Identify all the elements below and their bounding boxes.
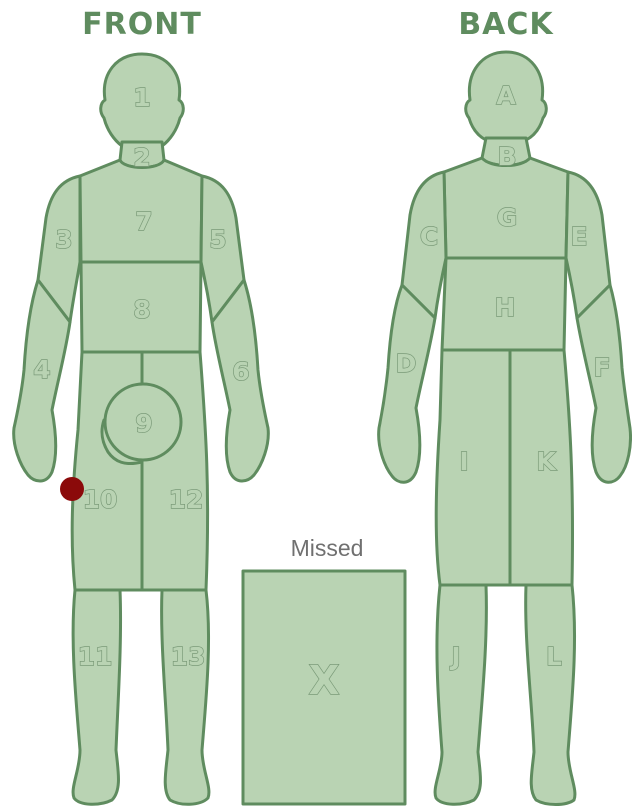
label-zone-g: G — [497, 203, 518, 232]
front-title: FRONT — [82, 7, 202, 42]
label-zone-10: 10 — [83, 485, 118, 514]
label-zone-l: L — [546, 642, 562, 671]
label-zone-i: I — [459, 447, 468, 476]
back-zone-j-lower-leg[interactable] — [435, 585, 486, 804]
label-zone-f: F — [593, 353, 610, 382]
label-zone-4: 4 — [33, 355, 50, 384]
back-zone-d-forearm[interactable] — [379, 285, 435, 482]
label-zone-d: D — [396, 349, 417, 378]
label-zone-1: 1 — [133, 83, 150, 112]
label-zone-13: 13 — [171, 642, 206, 671]
label-zone-7: 7 — [135, 207, 152, 236]
label-zone-h: H — [495, 293, 516, 322]
back-zone-f-forearm[interactable] — [577, 285, 631, 482]
label-zone-9: 9 — [135, 409, 152, 438]
label-zone-5: 5 — [209, 225, 226, 254]
missed-caption: Missed — [291, 535, 364, 561]
label-zone-c: C — [420, 222, 438, 251]
front-zone-11-lower-leg[interactable] — [73, 590, 120, 804]
back-zone-l-lower-leg[interactable] — [526, 585, 575, 805]
hit-marker — [60, 477, 84, 501]
label-zone-2: 2 — [133, 143, 150, 172]
label-zone-k: K — [536, 447, 557, 476]
label-zone-8: 8 — [133, 295, 150, 324]
label-zone-11: 11 — [78, 642, 113, 671]
label-zone-a: A — [496, 81, 516, 110]
label-zone-b: B — [497, 142, 516, 171]
back-zone-i-thigh[interactable] — [436, 350, 510, 585]
label-zone-6: 6 — [232, 357, 249, 386]
front-zone-13-lower-leg[interactable] — [162, 590, 209, 804]
label-zone-3: 3 — [55, 225, 72, 254]
back-title: BACK — [458, 7, 554, 42]
label-missed-x: X — [309, 658, 340, 704]
label-zone-e: E — [570, 222, 587, 251]
label-zone-12: 12 — [169, 485, 204, 514]
label-zone-j: J — [449, 642, 460, 671]
